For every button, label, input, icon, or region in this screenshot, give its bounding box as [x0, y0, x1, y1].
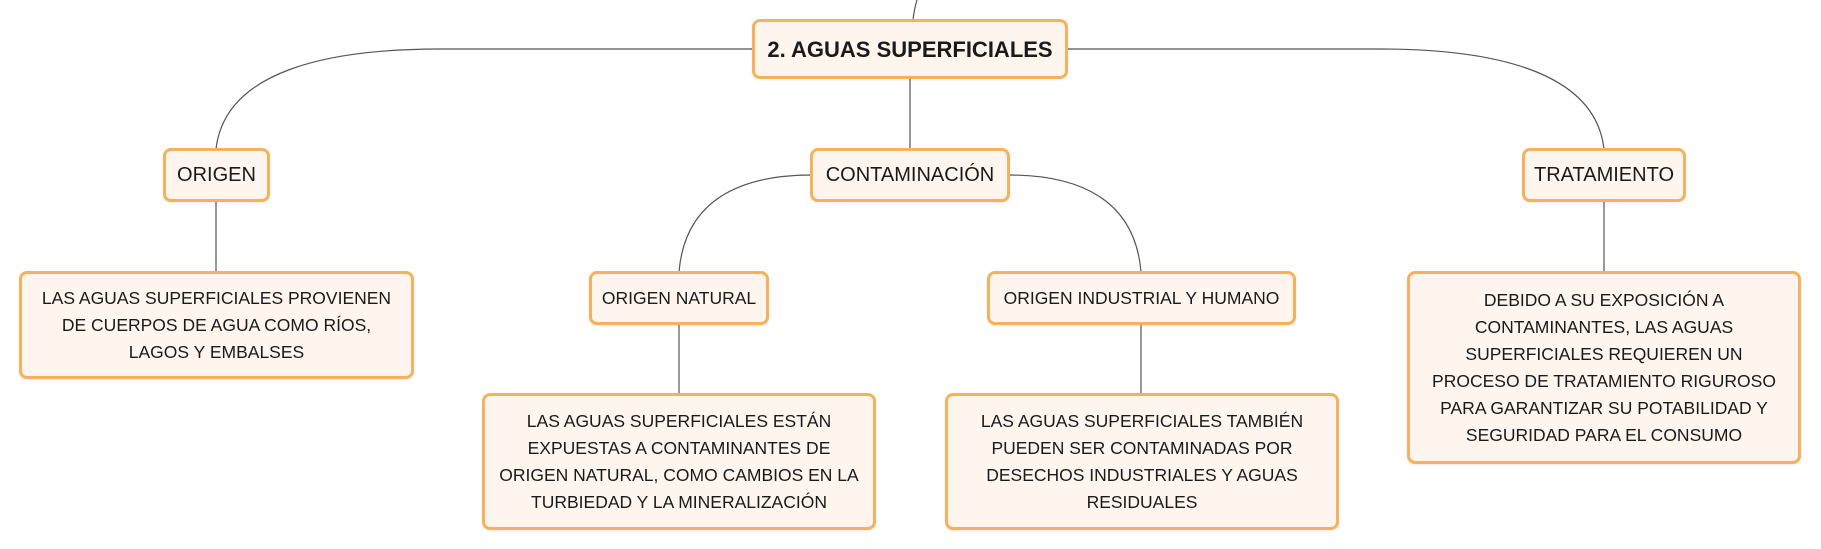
origen-node[interactable]: ORIGEN — [163, 148, 270, 202]
root-node[interactable]: 2. AGUAS SUPERFICIALES — [752, 19, 1068, 79]
origen-natural-node[interactable]: ORIGEN NATURAL — [589, 271, 769, 325]
origen-node-label: ORIGEN — [177, 163, 256, 186]
tratamiento-node[interactable]: TRATAMIENTO — [1522, 148, 1686, 202]
contaminacion-node[interactable]: CONTAMINACIÓN — [810, 148, 1010, 202]
origen-industrial-label: ORIGEN INDUSTRIAL Y HUMANO — [1003, 287, 1280, 308]
tratamiento-node-label: TRATAMIENTO — [1534, 163, 1674, 186]
origen-detail-node[interactable]: LAS AGUAS SUPERFICIALES PROVIENEN DE CUE… — [19, 271, 414, 379]
contaminacion-node-label: CONTAMINACIÓN — [825, 163, 995, 186]
connector-root-to-origen — [215, 48, 755, 150]
tratamiento-detail-text: DEBIDO A SU EXPOSICIÓN A CONTAMINANTES, … — [1432, 289, 1776, 445]
connector-parent-to-root — [912, 0, 918, 21]
origen-industrial-detail-node[interactable]: LAS AGUAS SUPERFICIALES TAMBIÉN PUEDEN S… — [945, 393, 1339, 530]
origen-natural-label: ORIGEN NATURAL — [601, 287, 757, 308]
connector-contaminacion-to-natural — [678, 174, 813, 273]
root-node-label: 2. AGUAS SUPERFICIALES — [767, 36, 1053, 62]
origen-industrial-detail-text: LAS AGUAS SUPERFICIALES TAMBIÉN PUEDEN S… — [980, 410, 1304, 512]
origen-industrial-node[interactable]: ORIGEN INDUSTRIAL Y HUMANO — [987, 271, 1296, 325]
tratamiento-detail-node[interactable]: DEBIDO A SU EXPOSICIÓN A CONTAMINANTES, … — [1407, 271, 1801, 464]
origen-detail-text: LAS AGUAS SUPERFICIALES PROVIENEN DE CUE… — [41, 287, 392, 362]
origen-natural-detail-node[interactable]: LAS AGUAS SUPERFICIALES ESTÁN EXPUESTAS … — [482, 393, 876, 530]
connector-contaminacion-to-industrial — [1008, 174, 1142, 273]
connector-root-to-tratamiento — [1067, 48, 1605, 150]
origen-natural-detail-text: LAS AGUAS SUPERFICIALES ESTÁN EXPUESTAS … — [499, 410, 859, 512]
